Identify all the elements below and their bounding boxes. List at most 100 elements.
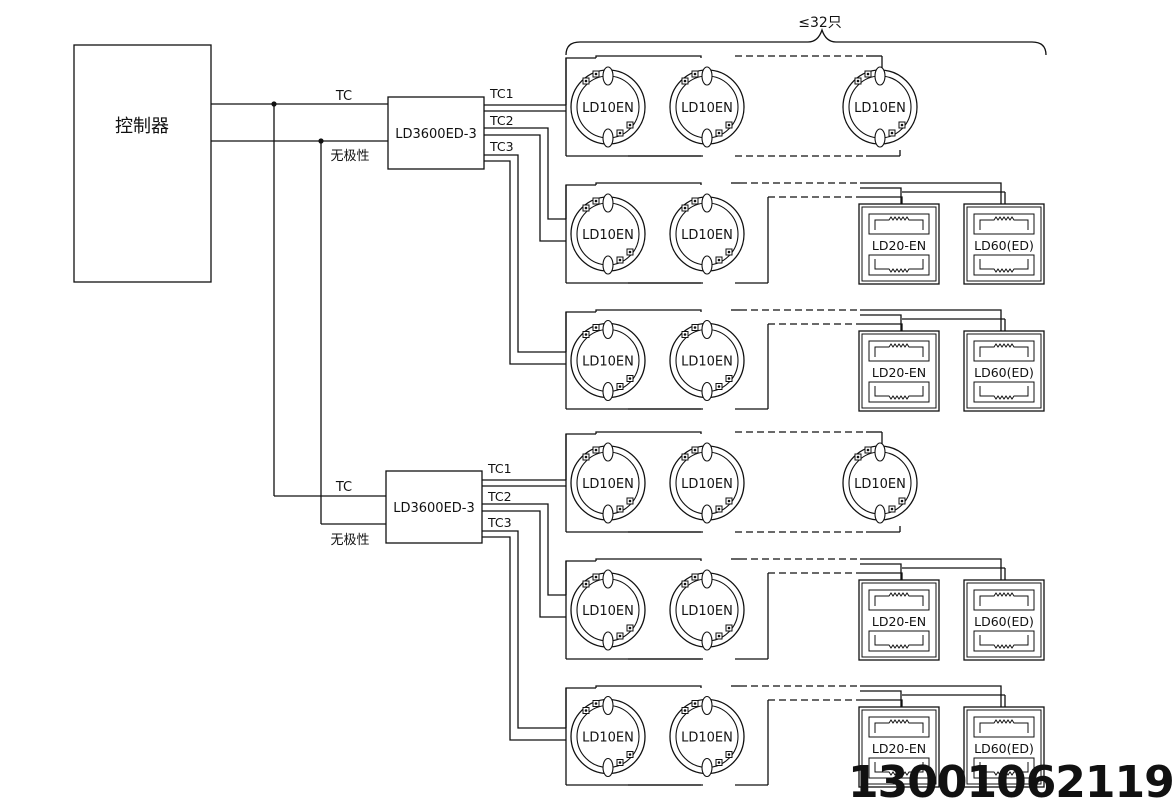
square-device: LD20-EN [858,706,940,788]
detector-top-lug [701,569,713,589]
detector-top-lug [602,569,614,589]
detector-bottom-lug [701,504,713,524]
detector: LD10EN [669,66,745,148]
bus-wires [211,55,1006,786]
nonpolar-label: 无极性 [330,533,369,548]
junction-dot [318,138,324,144]
terminal-dot [584,333,588,336]
wire [482,530,566,729]
device-inner-frame [966,582,1042,658]
terminal-dot [584,582,588,586]
detector-top-lug [874,442,886,462]
terminal-dot [594,72,598,76]
detector-bottom-lug [602,381,614,402]
detector-top-lug [701,319,713,340]
detector-top-lug [701,193,713,213]
terminal-dot [628,753,632,756]
terminal-dot [693,72,697,76]
detector-label: LD10EN [681,604,733,619]
detector: LD10EN [570,319,646,402]
spring-contacts-bottom [979,386,1029,400]
detector-top-lug [602,66,614,86]
detector-bottom-lug [701,255,713,275]
square-device: LD60(ED) [963,706,1045,788]
terminal-strip-top [973,213,1035,235]
device-label: LD20-EN [872,614,926,629]
terminal-dot [727,753,731,756]
terminal-dot [693,199,697,203]
terminal-strip-bottom [868,381,930,403]
detector: LD10EN [669,193,745,275]
terminal-dot [584,79,588,83]
device-inner-frame [861,582,937,658]
terminal-dot [584,206,588,210]
terminal-dot [683,79,687,83]
terminal-dot [683,206,687,210]
terminal-dot [594,326,598,329]
terminal-dot [618,634,622,638]
terminal-dot [890,507,894,511]
spring-contacts-top [874,216,924,230]
terminal-dot [594,575,598,579]
spring-contacts-bottom [979,259,1029,273]
wire [860,314,902,332]
controller-box [73,44,212,283]
terminal-dot [866,72,870,76]
terminal-strip-bottom [868,254,930,276]
device-outer-frame [858,706,940,788]
terminal-dot [628,626,632,630]
square-device: LD20-EN [858,579,940,661]
spring-contacts-top [874,719,924,733]
detector-bottom-lug [874,128,886,148]
wiring-diagram: ≤32只控制器TC无极性TC无极性LD3600ED-3TC1TC2TC3LD10… [73,15,1047,788]
spring-contacts-bottom [874,635,924,649]
terminal-dot [584,455,588,459]
square-device: LD60(ED) [963,330,1045,412]
spring-contacts-top [874,343,924,357]
device-inner-frame [861,709,937,785]
detector-label: LD10EN [582,101,634,116]
detector: LD10EN [842,66,918,148]
square-device: LD20-EN [858,330,940,412]
terminal-strip-top [868,716,930,738]
terminal-dot [594,199,598,203]
terminal-dot [693,448,697,452]
detector-label: LD10EN [681,355,733,370]
wire [860,182,1002,205]
terminal-dot [890,131,894,135]
wire [595,431,702,434]
square-device: LD20-EN [858,203,940,285]
nonpolar-label: 无极性 [330,149,369,164]
terminal-dot [693,702,697,705]
detector-label: LD10EN [854,101,906,116]
detector: LD10EN [570,66,646,148]
device-label: LD20-EN [872,365,926,380]
terminal-dot [628,499,632,503]
device-label: LD20-EN [872,238,926,253]
detector-label: LD10EN [681,477,733,492]
wire [595,182,702,185]
terminal-dot [628,123,632,127]
controller-label: 控制器 [115,116,169,137]
tc-label: TC [335,89,352,104]
detector-label: LD10EN [582,477,634,492]
detector: LD10EN [842,442,918,524]
terminal-strip-top [868,340,930,362]
square-device: LD60(ED) [963,579,1045,661]
loop-label: TC2 [489,113,514,128]
detector-label: LD10EN [582,731,634,746]
terminal-dot [618,385,622,388]
terminal-dot [717,507,721,511]
device-inner-frame [966,333,1042,409]
device-label: LD60(ED) [974,238,1034,253]
detector: LD10EN [570,695,646,778]
terminal-dot [717,258,721,262]
detector-top-lug [874,66,886,86]
module-box [385,470,483,544]
detector-label: LD10EN [854,477,906,492]
terminal-strip-top [973,716,1035,738]
detector-bottom-lug [602,504,614,524]
terminal-strip-bottom [868,757,930,779]
terminal-dot [727,499,731,503]
terminal-dot [628,250,632,254]
